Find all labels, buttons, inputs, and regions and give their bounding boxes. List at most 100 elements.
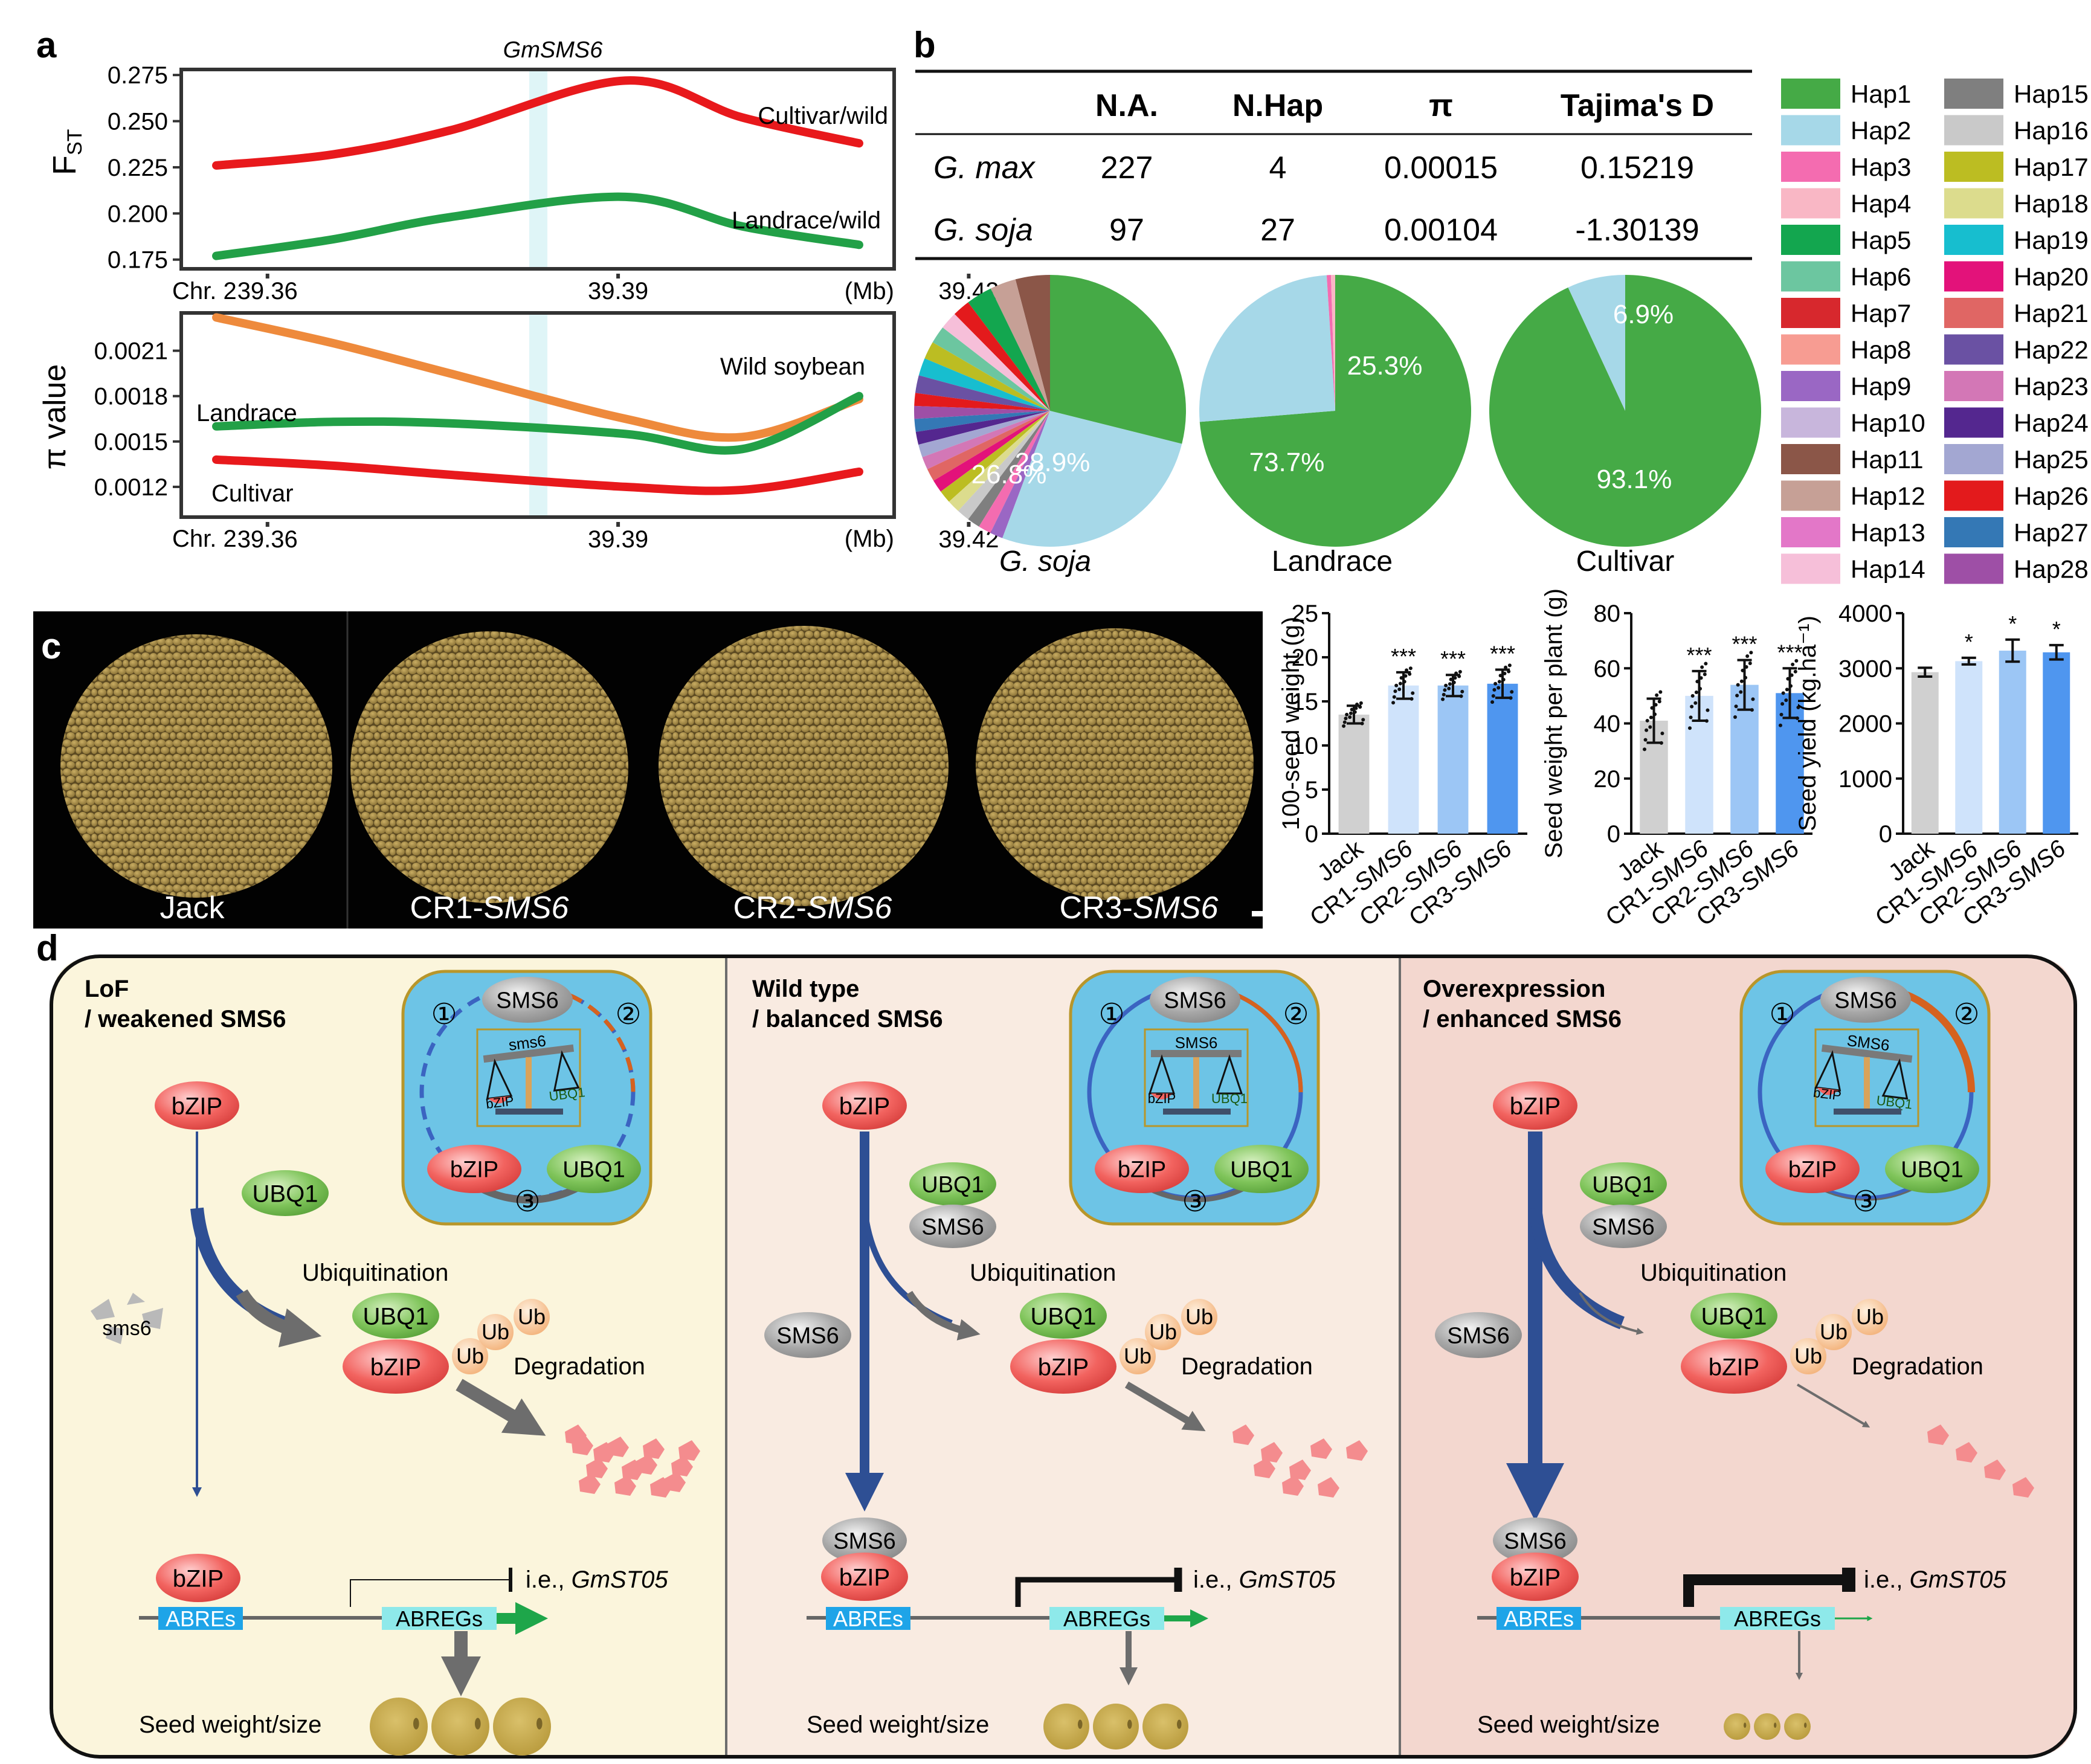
data-point	[1693, 701, 1698, 705]
promoter-bzip-label: bZIP	[839, 1564, 890, 1591]
bzip-fragment	[1927, 1424, 1949, 1445]
ubq-complex-ubq1-label: UBQ1	[363, 1303, 429, 1330]
data-point	[1741, 668, 1745, 672]
balance-post	[1193, 1057, 1199, 1109]
seed-hilum	[536, 1717, 543, 1730]
data-point	[1698, 687, 1703, 691]
bar-ylabel: Seed weight per plant (g)	[1541, 588, 1567, 858]
seed	[493, 1698, 551, 1756]
data-point	[1649, 715, 1653, 719]
section-subtitle: / balanced SMS6	[752, 1006, 943, 1032]
inset-bzip-label: bZIP	[1788, 1157, 1837, 1183]
legend-swatch	[1944, 517, 2003, 547]
balance-ubq-label: UBQ1	[1211, 1091, 1248, 1106]
step-number: ①	[1769, 999, 1795, 1031]
legend-label: Hap14	[1851, 555, 1925, 584]
pi-plot-frame	[179, 311, 896, 519]
pie-slice	[990, 411, 1050, 538]
step-number: ③	[514, 1186, 540, 1218]
ubiquitin	[1181, 1299, 1217, 1335]
promoter-bzip	[821, 1553, 908, 1601]
legend-swatch	[1944, 407, 2003, 438]
abregs-box	[1049, 1607, 1164, 1630]
data-point	[1645, 728, 1649, 732]
seed-label: Seed weight/size	[1477, 1711, 1660, 1738]
bar	[1388, 685, 1419, 834]
repression-line	[1015, 1577, 1178, 1607]
ubq-complex-bzip	[1010, 1339, 1116, 1394]
data-point	[1643, 738, 1648, 742]
data-point	[1408, 666, 1413, 671]
legend-label: Hap7	[1851, 299, 1911, 327]
data-point	[1660, 732, 1664, 736]
data-point	[1358, 705, 1362, 709]
pie-label: 26.8%	[971, 460, 1047, 489]
y-tick-label: 0.0012	[94, 474, 168, 501]
ubiquitin-label: Ub	[1820, 1319, 1848, 1344]
legend-label: Hap24	[2014, 409, 2089, 437]
data-point	[1507, 663, 1512, 668]
step-number: ③	[1852, 1186, 1878, 1218]
panel-b: b N.A. N.Hap π Tajima's D G. max 227 4 0…	[913, 25, 2089, 584]
data-point	[1795, 716, 1799, 720]
x-tick	[616, 522, 620, 527]
free-sms6-label: SMS6	[1447, 1324, 1509, 1349]
category-gene: SMS6	[1449, 835, 1518, 896]
legend-swatch	[1944, 188, 2003, 219]
interaction-ring	[419, 984, 636, 1200]
legend-label: Hap15	[2014, 80, 2089, 108]
data-point	[1442, 692, 1446, 697]
data-point	[1690, 694, 1695, 698]
legend-swatch	[1944, 225, 2003, 255]
data-point	[1441, 697, 1445, 701]
bzip-fragment	[614, 1475, 636, 1496]
legend-swatch	[1781, 480, 1840, 511]
broken-sms6	[91, 1293, 163, 1344]
data-point	[1397, 687, 1402, 692]
degradation-arrow	[1796, 1383, 1870, 1428]
legend-label: Hap26	[2014, 482, 2089, 510]
data-point	[1784, 698, 1788, 703]
legend-swatch	[1944, 444, 2003, 474]
pie-slice	[914, 411, 1050, 432]
bzip-fragment	[2012, 1477, 2034, 1498]
bzip-fragment	[1232, 1424, 1254, 1445]
data-point	[1394, 683, 1399, 687]
abregs-box	[1720, 1607, 1835, 1630]
data-point	[1793, 669, 1797, 674]
data-point	[1781, 691, 1785, 695]
legend-swatch	[1781, 261, 1840, 292]
y-tick-label: 15	[1292, 689, 1319, 715]
pie-slice	[915, 411, 1050, 445]
pie-slice	[915, 375, 1050, 411]
abres-box	[1497, 1607, 1581, 1630]
balance-base	[1163, 1109, 1231, 1115]
data-point	[1744, 675, 1748, 680]
ubiquitination-arrow	[1579, 1292, 1644, 1335]
legend-swatch	[1781, 152, 1840, 182]
pie-title-landrace: Landrace	[1272, 546, 1393, 578]
data-point	[1734, 704, 1738, 709]
legend-swatch	[1944, 261, 2003, 292]
data-point	[1657, 700, 1661, 704]
step-number: ①	[431, 999, 457, 1031]
pie-slice	[914, 393, 1050, 411]
promoter-bzip	[1492, 1553, 1579, 1601]
step-number: ③	[1182, 1186, 1208, 1218]
y-tick-label: 0.0015	[94, 429, 168, 455]
y-tick-label: 20	[1292, 645, 1319, 671]
y-tick-label: 20	[1594, 766, 1621, 793]
seed	[1093, 1704, 1139, 1750]
significance-mark: *	[1965, 629, 1973, 654]
bar	[1487, 683, 1518, 834]
pie-slice	[1199, 275, 1471, 547]
free-sms6-label: SMS6	[776, 1324, 839, 1349]
data-point	[1402, 680, 1406, 684]
bzip-fragment	[1261, 1442, 1283, 1463]
ubiquitination-label: Ubiquitination	[970, 1260, 1116, 1286]
ubq-complex-ubq1	[1690, 1293, 1777, 1339]
